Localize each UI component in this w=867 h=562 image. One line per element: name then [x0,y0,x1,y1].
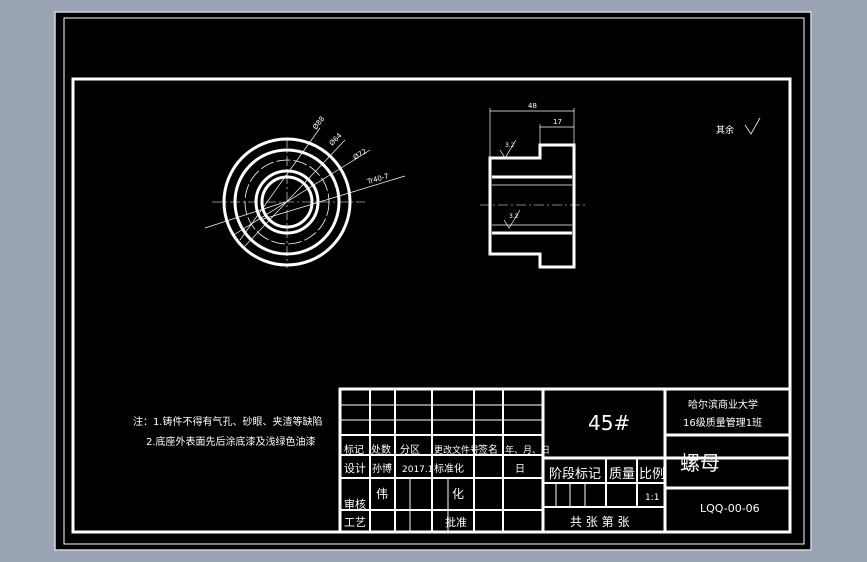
tb-review-name: 伟 [376,487,388,501]
tb-rev-h-3: 分区 [400,444,420,456]
tb-weight-label: 质量 [609,467,635,482]
tb-design-label: 设计 [344,462,366,475]
bore-outer-circle [254,169,320,235]
mid-circle [233,148,341,256]
tb-class: 16级质量管理1班 [683,416,762,429]
rough-symbol-bore [503,209,521,229]
side-view [480,108,585,269]
bore-inner-circle [260,175,314,229]
dim-leader-2 [244,139,346,247]
dim-flange: 17 [553,118,562,126]
surface-note: 其余 [716,124,734,136]
tb-scale-value: 1:1 [645,493,659,503]
title-block [338,387,792,534]
tb-rev-h-6: 年、月、日 [505,444,550,456]
tb-std-label: 标准化 [434,462,464,475]
tb-school: 哈尔滨商业大学 [688,398,758,411]
tb-std-name: 化 [452,487,464,501]
tb-material: 45# [588,411,630,435]
note-line-1: 注：1.铸件不得有气孔、砂眼、夹渣等缺陷 [133,415,323,428]
dim-leader-5 [204,201,286,229]
outer-circle [222,137,352,267]
tb-design-date: 2017.1 [402,465,434,475]
note-line-2: 2.底座外表面先后涂底漆及浅绿色油漆 [146,435,316,448]
tb-stage-label: 阶段标记 [549,467,601,482]
tb-rev-h-4: 更改文件号 [434,444,479,456]
title-block-frame [338,387,792,534]
tb-drawing-no: LQQ-00-06 [700,502,760,515]
front-view [204,127,406,268]
tb-rev-h-2: 处数 [371,443,391,456]
tb-rev-h-5: 签名 [478,443,498,456]
tb-rev-h-1: 标记 [344,444,364,456]
tb-approve-label: 批准 [445,515,467,529]
dim-leader-4 [259,175,406,221]
dim-length: 48 [528,102,537,110]
tb-part-name: 螺母 [680,451,720,475]
rough-bore-value: 3.2 [509,213,519,220]
surface-finish-icon [744,117,761,135]
tb-date-label: 日 [515,464,525,475]
dim-leader-3 [231,149,371,237]
dim-leader-1 [239,127,321,241]
rough-symbol-top [499,139,517,159]
tb-review-label: 审核 [344,497,366,511]
tb-design-name: 孙博 [372,462,392,475]
tb-scale-label: 比例 [639,467,665,482]
tb-process-label: 工艺 [344,516,366,529]
side-profile [488,143,576,269]
thread-circle [244,159,330,245]
outer-frame [63,17,805,545]
tb-sheets: 共 张 第 张 [570,515,629,529]
rough-top-value: 3.2 [505,142,515,149]
